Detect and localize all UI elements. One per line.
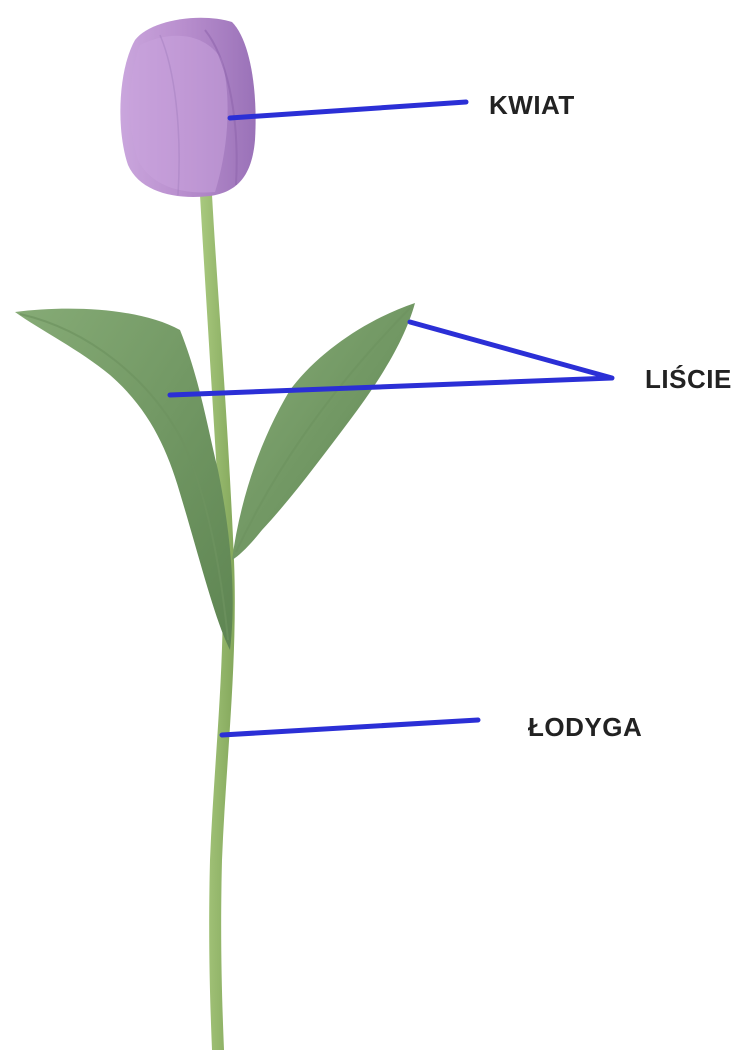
label-flower: KWIAT — [489, 90, 575, 121]
stem-pointer-line — [222, 720, 478, 735]
tulip-flower — [120, 18, 255, 197]
label-stem: ŁODYGA — [528, 712, 642, 743]
label-leaves: LIŚCIE — [645, 364, 732, 395]
left-leaf — [15, 309, 233, 650]
right-leaf — [232, 303, 415, 560]
flower-pointer-line — [230, 102, 466, 118]
